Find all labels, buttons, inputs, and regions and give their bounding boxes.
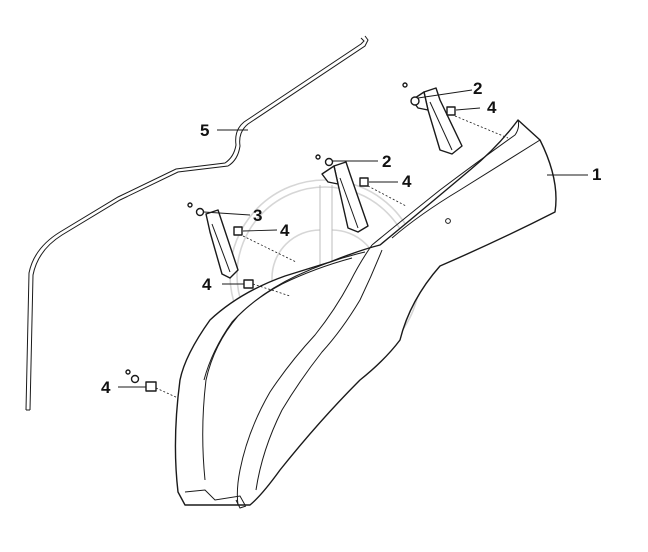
callout-5: 5 (200, 121, 209, 140)
bracket-middle (315, 154, 407, 233)
callout-2-middle: 2 (382, 152, 391, 171)
bracket-right (402, 82, 509, 155)
callout-4-bottom: 4 (101, 378, 111, 397)
bracket-left (187, 202, 297, 297)
callout-4-left-lower: 4 (202, 275, 212, 294)
callout-3: 3 (253, 206, 262, 225)
fastener-bottom (118, 369, 179, 399)
wheel-arch-fender (174, 119, 557, 509)
callout-4-left-upper: 4 (280, 221, 290, 240)
callout-4-middle: 4 (402, 172, 412, 191)
callout-1: 1 (592, 165, 601, 184)
callout-4-top: 4 (487, 98, 497, 117)
rod-strip (25, 35, 369, 411)
callout-2-top: 2 (473, 79, 482, 98)
